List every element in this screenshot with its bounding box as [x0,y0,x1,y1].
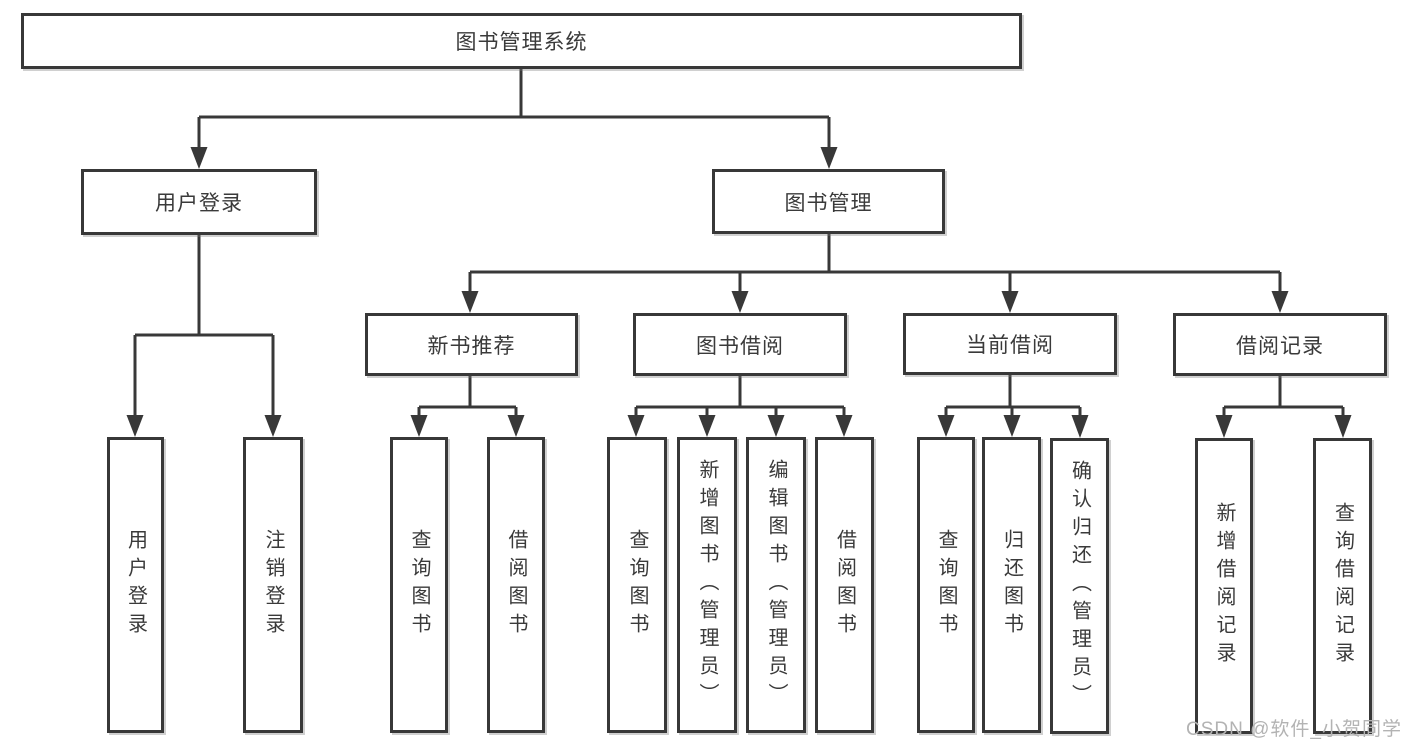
csdn-watermark: CSDN @软件_小贺同学 [1186,719,1402,740]
node-label: 借阅图书 [833,529,856,641]
node-label: 归还图书 [1000,529,1023,641]
node-current-borrowing: 当前借阅 [903,313,1117,375]
leaf-cb-confirm-return-admin: 确认归还（管理员） [1050,438,1109,734]
node-label: 查询图书 [408,529,430,641]
leaf-rec-query-books: 查询图书 [390,437,448,733]
leaf-cb-query-books: 查询图书 [917,437,975,733]
node-label: 确认归还（管理员） [1068,460,1091,712]
node-label: 新增借阅记录 [1213,502,1235,670]
edge-user-login-to-leaves [126,235,282,437]
node-label: 新增图书（管理员） [696,459,718,711]
node-label: 当前借阅 [966,334,1054,357]
node-label: 图书借阅 [696,334,784,358]
leaf-br-query-record: 查询借阅记录 [1313,438,1372,734]
edge-new-book-rec-to-leaves [410,376,525,437]
leaf-br-add-record: 新增借阅记录 [1195,438,1253,734]
node-library-system-root: 图书管理系统 [21,13,1022,69]
leaf-rec-borrow-books: 借阅图书 [487,437,545,733]
leaf-bb-edit-books-admin: 编辑图书（管理员） [746,437,806,733]
node-borrowing-records: 借阅记录 [1173,313,1387,376]
edge-root-to-level2 [190,69,838,169]
node-label: 图书管理系统 [455,31,588,54]
leaf-user-login: 用户登录 [107,437,164,733]
node-book-management: 图书管理 [712,169,945,234]
node-label: 用户登录 [155,192,243,215]
node-new-book-recommend: 新书推荐 [365,313,578,376]
edge-book-borrow-to-leaves [627,376,853,437]
edge-current-borrow-to-leaves [937,375,1089,438]
node-label: 图书管理 [784,191,873,215]
node-label: 新书推荐 [427,334,516,358]
leaf-bb-add-books-admin: 新增图书（管理员） [677,437,737,733]
node-label: 注销登录 [262,529,284,641]
leaf-bb-borrow-books: 借阅图书 [815,437,874,733]
node-label: 查询图书 [626,529,648,641]
node-user-login: 用户登录 [81,169,317,235]
node-label: 编辑图书（管理员） [765,459,787,711]
edge-borrow-records-to-leaves [1215,376,1352,438]
node-label: 查询图书 [935,529,957,641]
leaf-bb-query-books: 查询图书 [607,437,667,733]
leaf-cb-return-books: 归还图书 [982,437,1041,733]
node-label: 用户登录 [124,529,147,641]
node-label: 借阅图书 [505,529,527,641]
node-book-borrowing: 图书借阅 [633,313,847,376]
leaf-logout: 注销登录 [243,437,303,733]
node-label: 查询借阅记录 [1331,502,1354,670]
edge-book-mgmt-to-level3 [461,234,1289,313]
node-label: 借阅记录 [1236,334,1324,358]
